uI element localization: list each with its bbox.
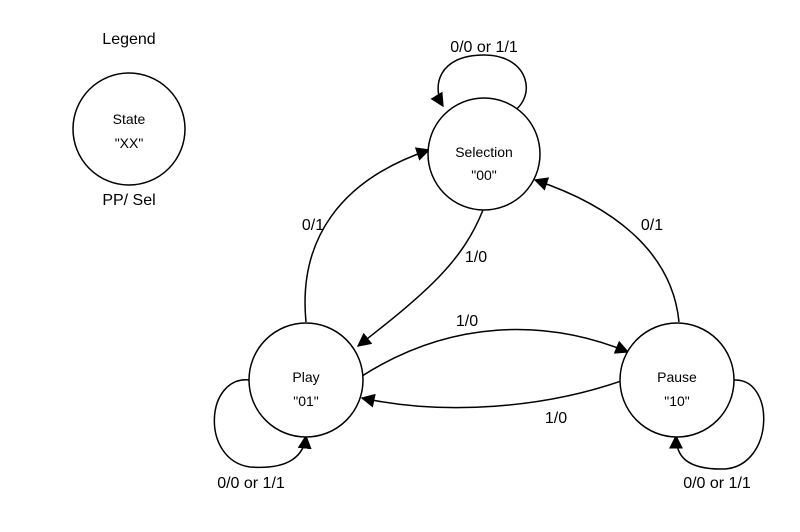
label-play-to-selection: 0/1 — [302, 217, 324, 234]
state-play-name: Play — [292, 369, 319, 385]
edge-play-to-pause — [361, 328, 630, 377]
edge-play-to-selection — [304, 147, 431, 323]
state-pause-name: Pause — [657, 369, 697, 385]
label-play-self-loop: 0/0 or 1/1 — [217, 475, 285, 492]
legend: Legend State "XX" PP/ Sel — [72, 31, 186, 209]
label-selection-to-play: 1/0 — [465, 249, 487, 266]
state-selection-name: Selection — [455, 144, 513, 160]
legend-state-label: State — [113, 111, 146, 127]
state-selection: Selection "00" — [427, 97, 541, 211]
label-play-to-pause: 1/0 — [456, 313, 478, 330]
legend-state-circle — [72, 72, 186, 186]
label-pause-to-play: 1/0 — [545, 410, 567, 427]
transitions — [213, 54, 765, 470]
edge-play-self-loop — [213, 379, 312, 469]
label-pause-self-loop: 0/0 or 1/1 — [683, 475, 751, 492]
label-selection-self-loop: 0/0 or 1/1 — [450, 39, 518, 56]
edge-selection-self-loop — [430, 54, 527, 115]
state-play-code: "01" — [293, 393, 319, 409]
state-pause-circle — [619, 322, 735, 438]
state-pause: Pause "10" — [619, 322, 735, 438]
legend-title: Legend — [102, 31, 155, 48]
edge-pause-self-loop — [669, 379, 765, 470]
edge-pause-to-play — [360, 379, 625, 409]
transition-labels: 0/0 or 1/1 0/1 1/0 0/1 1/0 1/0 0/0 or 1/… — [217, 39, 751, 492]
state-play-circle — [248, 322, 364, 438]
legend-state-code: "XX" — [115, 135, 144, 151]
edge-selection-to-play — [356, 209, 484, 347]
edge-pause-to-selection — [533, 177, 680, 323]
state-play: Play "01" — [248, 322, 364, 438]
state-selection-circle — [427, 97, 541, 211]
legend-io-label: PP/ Sel — [102, 192, 155, 209]
state-selection-code: "00" — [471, 167, 497, 183]
state-pause-code: "10" — [664, 393, 690, 409]
label-pause-to-selection: 0/1 — [641, 217, 663, 234]
